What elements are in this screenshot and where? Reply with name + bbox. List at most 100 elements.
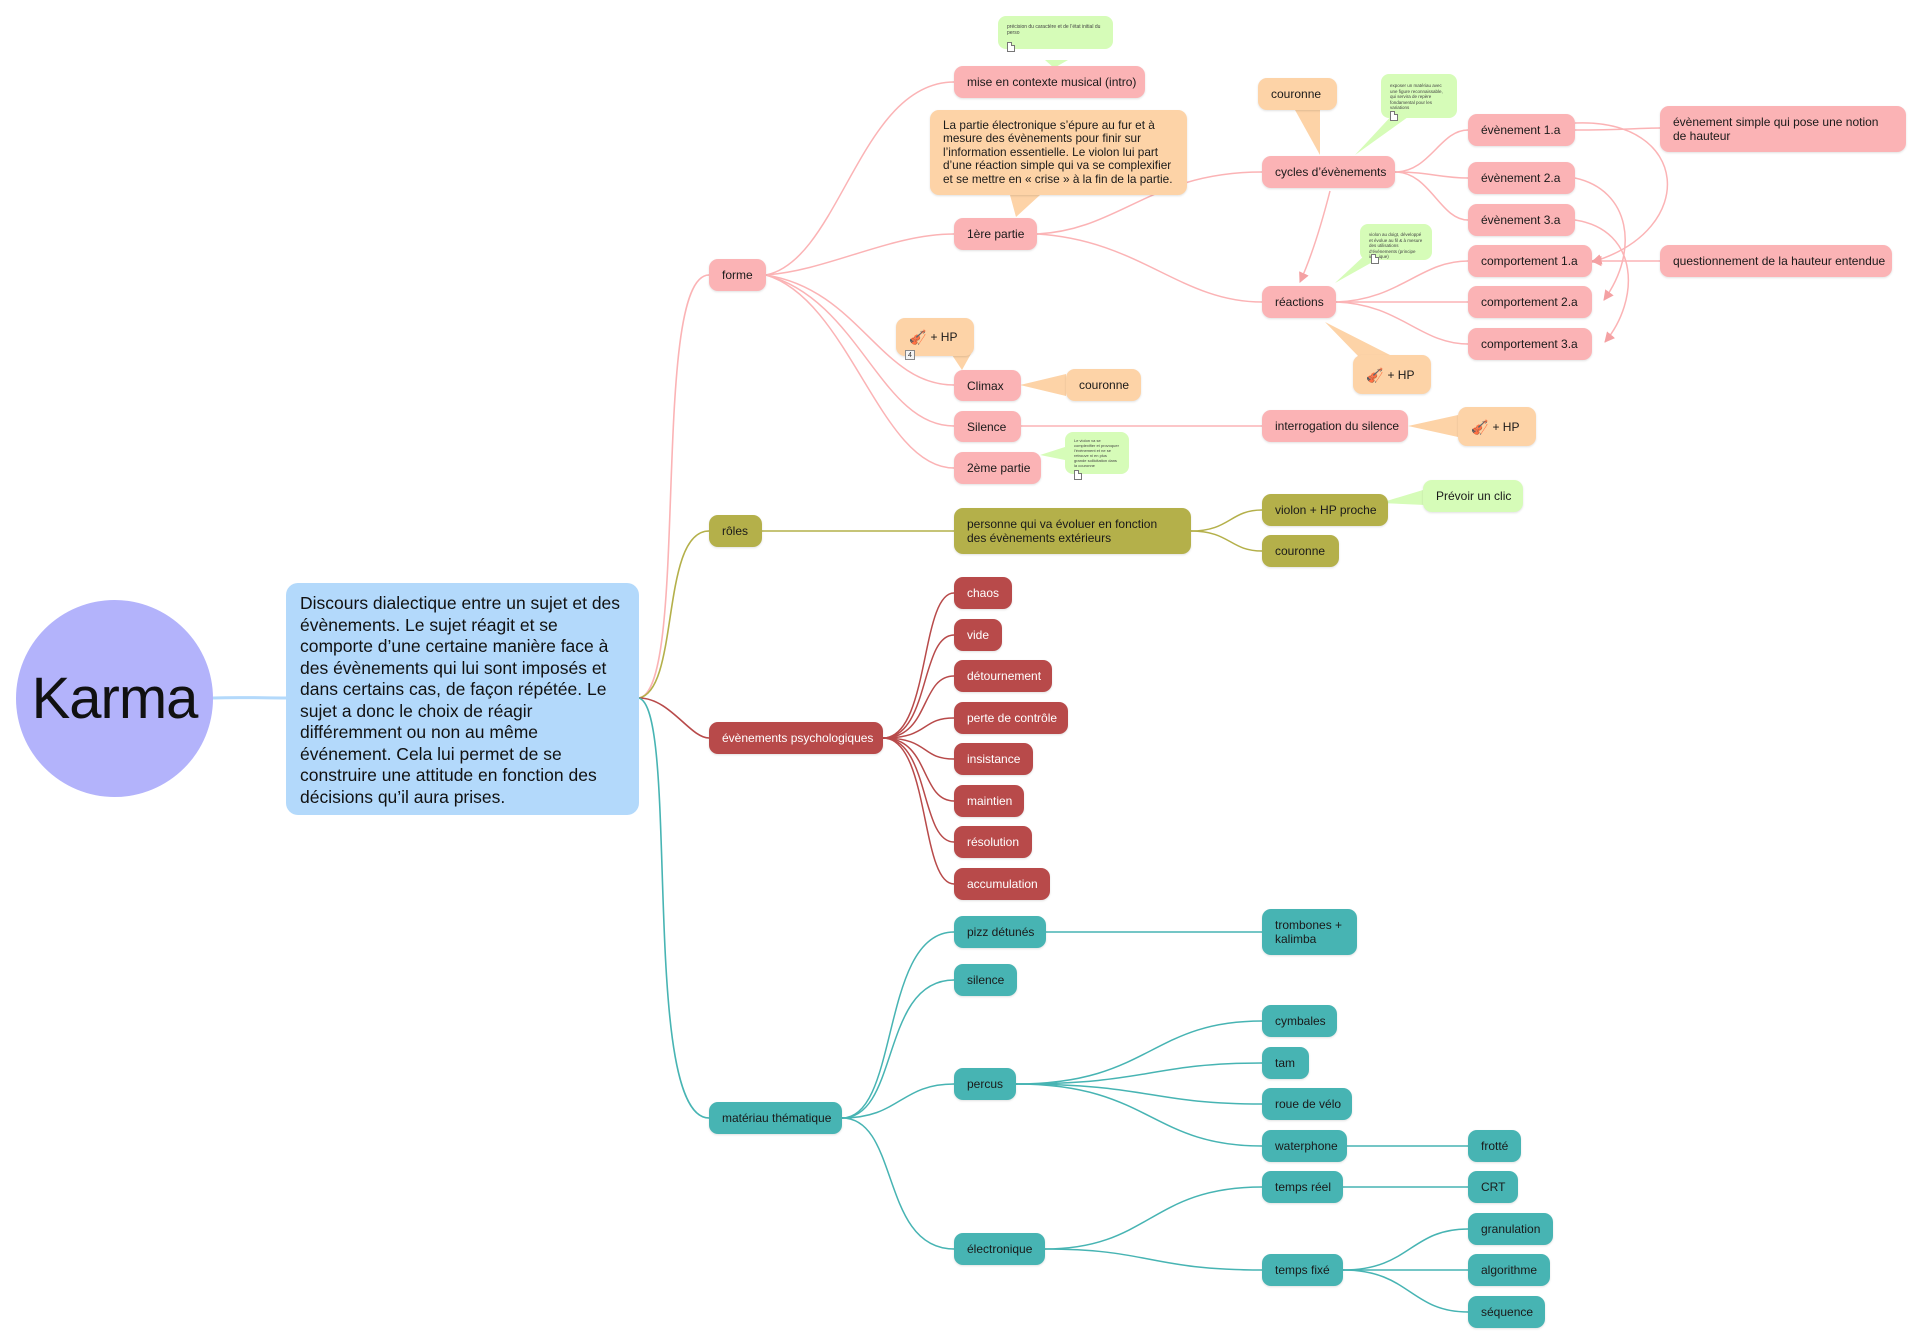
- node-temps-reel[interactable]: temps réel: [1262, 1171, 1343, 1203]
- pointer-couronne-cycles: [1295, 110, 1320, 155]
- edge-ev-accumulation: [882, 737, 955, 885]
- violin-icon: 🎻: [1471, 418, 1489, 435]
- count-badge: 4: [905, 350, 915, 360]
- edge-ev-chaos: [882, 592, 955, 739]
- node-granulation[interactable]: granulation: [1468, 1213, 1553, 1245]
- arrow-ev3-comp3: [1574, 219, 1630, 343]
- edge-percus-cymbales: [1015, 1020, 1263, 1085]
- root-label: Karma: [31, 666, 199, 731]
- node-pizz-detunes[interactable]: pizz détunés: [954, 916, 1046, 948]
- edge-personne-couronne: [1190, 530, 1263, 552]
- callout-hp-climax[interactable]: 🎻+ HP: [896, 318, 974, 356]
- edge-forme-climax: [765, 274, 955, 386]
- document-icon[interactable]: [1371, 254, 1379, 264]
- node-comportement-2a[interactable]: comportement 2.a: [1468, 286, 1592, 318]
- node-maintien[interactable]: maintien: [954, 785, 1024, 817]
- callout-couronne-cycles[interactable]: couronne: [1258, 78, 1337, 110]
- node-resolution[interactable]: résolution: [954, 826, 1032, 858]
- callout-couronne-climax[interactable]: couronne: [1066, 369, 1141, 401]
- node-interrogation-silence[interactable]: interrogation du silence: [1262, 410, 1408, 442]
- edge-cycles-ev3: [1394, 171, 1469, 221]
- node-reactions[interactable]: réactions: [1262, 286, 1336, 318]
- hp-label: + HP: [930, 330, 958, 344]
- callout-hp-silence[interactable]: 🎻+ HP: [1458, 407, 1536, 446]
- callout-premiere-partie[interactable]: La partie électronique s’épure au fur et…: [930, 110, 1187, 195]
- edge-reactions-comp1: [1335, 260, 1469, 303]
- node-silence-materiau[interactable]: silence: [954, 964, 1017, 996]
- note-deuxieme: Le violon va se complexifier et provoque…: [1065, 432, 1129, 474]
- node-chaos[interactable]: chaos: [954, 577, 1012, 609]
- node-evenement-3a[interactable]: évènement 3.a: [1468, 204, 1575, 236]
- edge-forme-deuxieme: [765, 274, 955, 469]
- edge-mat-silence: [841, 979, 955, 1119]
- node-evenement-1a[interactable]: évènement 1.a: [1468, 114, 1575, 146]
- edge-premiere-cycles: [1036, 171, 1263, 235]
- edge-cycles-ev2: [1394, 171, 1469, 179]
- node-premiere-partie[interactable]: 1ère partie: [954, 218, 1037, 250]
- edge-ev1-simple: [1574, 127, 1661, 131]
- node-vide[interactable]: vide: [954, 619, 1002, 651]
- edge-percus-waterphone: [1015, 1083, 1263, 1147]
- edge-tempsfixe-granulation: [1342, 1228, 1469, 1271]
- node-sequence[interactable]: séquence: [1468, 1296, 1545, 1328]
- node-electronique[interactable]: électronique: [954, 1233, 1045, 1265]
- edge-reactions-comp3: [1335, 301, 1469, 345]
- pointer-hp-climax: [950, 352, 972, 370]
- node-percus[interactable]: percus: [954, 1068, 1016, 1100]
- branch-forme[interactable]: forme: [709, 259, 766, 291]
- node-cycles-evenements[interactable]: cycles d’évènements: [1262, 156, 1395, 188]
- node-trombones-kalimba[interactable]: trombones + kalimba: [1262, 909, 1357, 955]
- node-comportement-3a[interactable]: comportement 3.a: [1468, 328, 1592, 360]
- node-silence[interactable]: Silence: [954, 411, 1021, 442]
- node-mise-en-contexte[interactable]: mise en contexte musical (intro): [954, 66, 1145, 98]
- document-icon[interactable]: [1390, 111, 1398, 121]
- callout-prevoir-clic[interactable]: Prévoir un clic: [1423, 480, 1523, 512]
- branch-roles[interactable]: rôles: [709, 515, 762, 547]
- node-perte-de-controle[interactable]: perte de contrôle: [954, 702, 1068, 734]
- arrow-ev1-comp1: [1574, 122, 1669, 265]
- callout-hp-reactions[interactable]: 🎻+ HP: [1353, 355, 1431, 394]
- node-frotte[interactable]: frotté: [1468, 1130, 1521, 1162]
- node-insistance[interactable]: insistance: [954, 743, 1033, 775]
- edge-elec-tempsreel: [1044, 1186, 1263, 1250]
- arrow-cycles-reactions: [1299, 190, 1331, 283]
- pointer-note-cycles: [1355, 112, 1415, 155]
- edge-central-evenements: [638, 697, 710, 739]
- node-roue-de-velo[interactable]: roue de vélo: [1262, 1088, 1352, 1120]
- node-couronne-roles[interactable]: couronne: [1262, 535, 1339, 567]
- edge-ev-maintien: [882, 737, 955, 802]
- document-icon[interactable]: [1074, 470, 1082, 480]
- node-evenement-2a[interactable]: évènement 2.a: [1468, 162, 1575, 194]
- node-climax[interactable]: Climax: [954, 370, 1021, 401]
- node-deuxieme-partie[interactable]: 2ème partie: [954, 452, 1041, 484]
- edge-forme-silence: [765, 274, 955, 427]
- node-detournement[interactable]: détournement: [954, 660, 1052, 692]
- node-comportement-1a[interactable]: comportement 1.a: [1468, 245, 1592, 277]
- document-icon[interactable]: [1007, 42, 1015, 52]
- edge-cycles-ev1: [1394, 129, 1469, 173]
- violin-icon: 🎻: [909, 329, 927, 345]
- node-evenement-simple[interactable]: évènement simple qui pose une notion de …: [1660, 106, 1906, 152]
- edge-forme-intro: [765, 81, 955, 276]
- node-waterphone[interactable]: waterphone: [1262, 1130, 1347, 1162]
- branch-materiau-thematique[interactable]: matériau thématique: [709, 1102, 842, 1134]
- edge-ev-detournement: [882, 675, 955, 739]
- node-accumulation[interactable]: accumulation: [954, 868, 1050, 900]
- pointer-callout-premiere: [1010, 195, 1040, 217]
- node-tam[interactable]: tam: [1262, 1047, 1309, 1079]
- node-temps-fixe[interactable]: temps fixé: [1262, 1254, 1343, 1286]
- node-questionnement[interactable]: questionnement de la hauteur entendue: [1660, 245, 1892, 277]
- root-node-karma[interactable]: Karma: [16, 600, 213, 797]
- node-crt[interactable]: CRT: [1468, 1171, 1518, 1203]
- edge-central-materiau: [638, 697, 710, 1119]
- node-algorithme[interactable]: algorithme: [1468, 1254, 1550, 1286]
- central-topic[interactable]: Discours dialectique entre un sujet et d…: [286, 583, 639, 815]
- branch-evenements-psychologiques[interactable]: évènements psychologiques: [709, 722, 883, 754]
- pointer-couronne-climax: [1020, 374, 1066, 396]
- node-personne[interactable]: personne qui va évoluer en fonction des …: [954, 508, 1191, 554]
- pointer-note-intro: [1045, 60, 1068, 68]
- node-cymbales[interactable]: cymbales: [1262, 1005, 1337, 1037]
- pointer-note-deuxieme: [1040, 447, 1065, 460]
- node-violon-hp-proche[interactable]: violon + HP proche: [1262, 494, 1388, 526]
